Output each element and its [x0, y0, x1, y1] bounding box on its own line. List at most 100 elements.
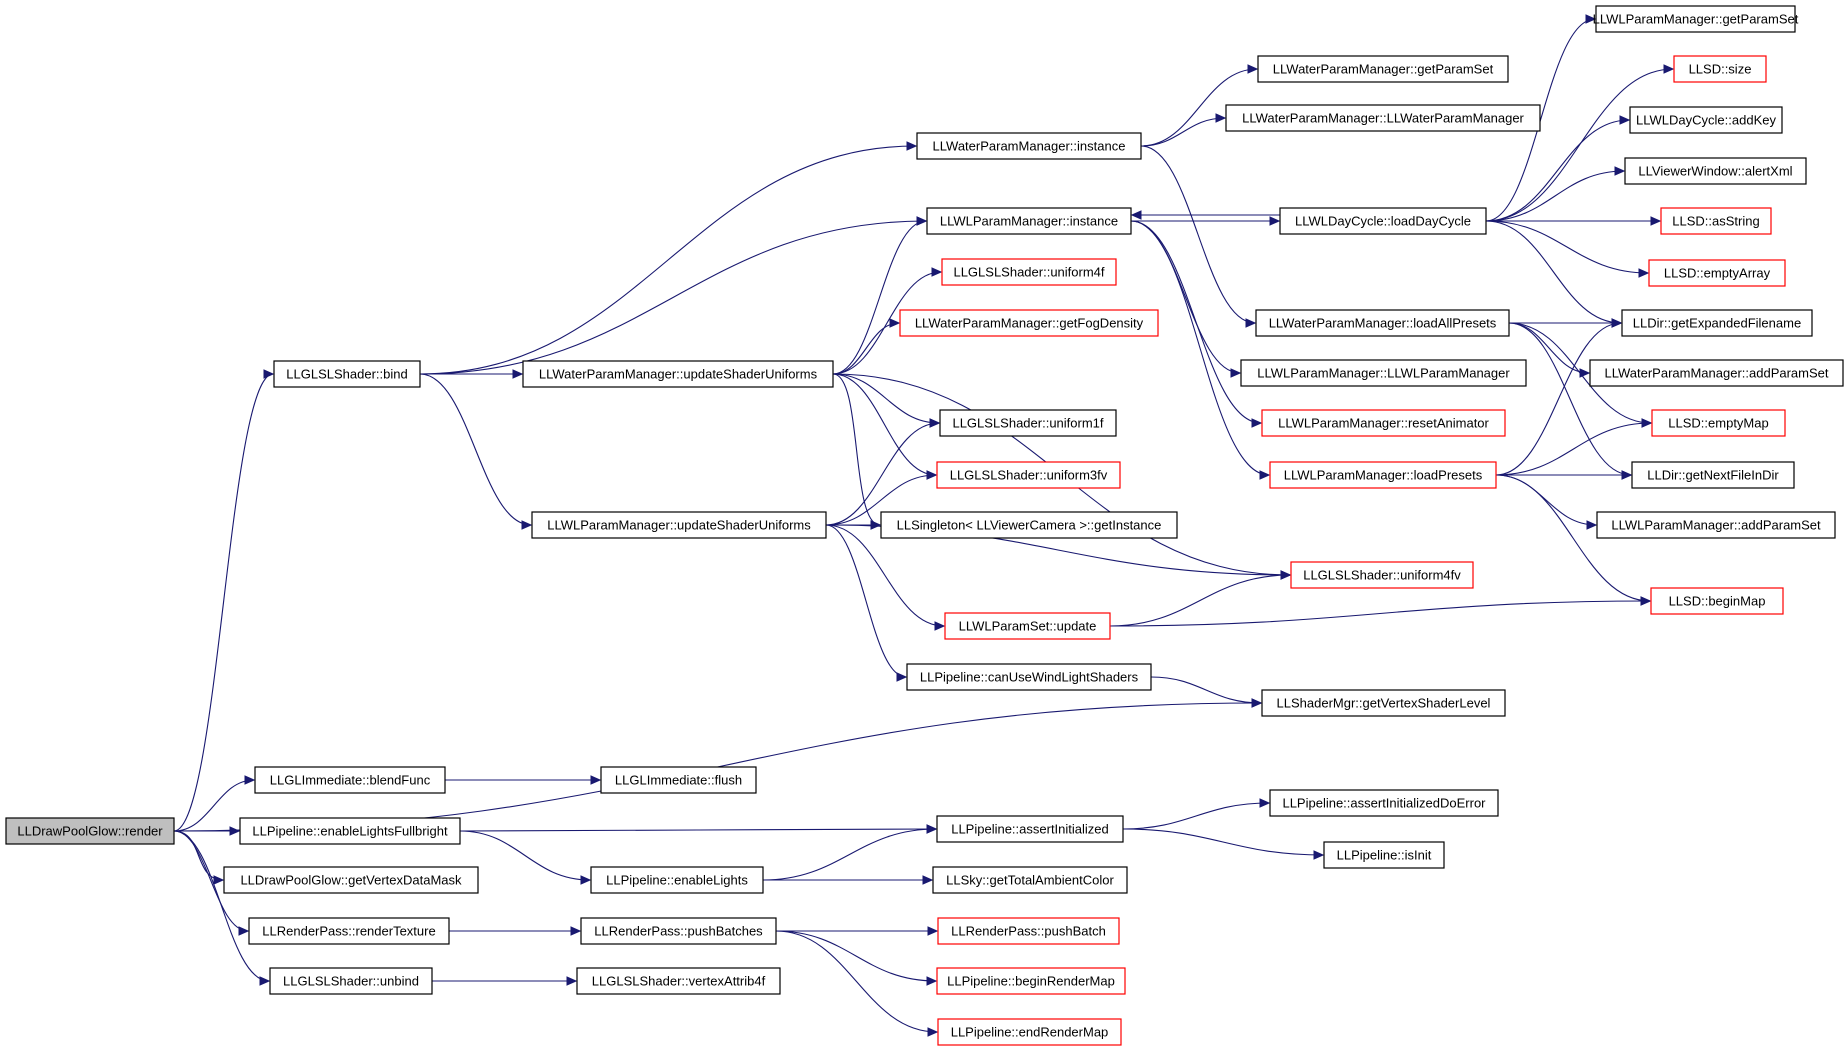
node-glsl-va4f[interactable]: LLGLSLShader::vertexAttrib4f	[576, 967, 781, 995]
node-shmgr-gvsl[interactable]: LLShaderMgr::getVertexShaderLevel	[1261, 689, 1506, 717]
edge-arrowhead	[927, 926, 939, 936]
edge-wpm-usu-to-singleton	[832, 373, 882, 530]
node-llsd-emptyarray[interactable]: LLSD::emptyArray	[1648, 259, 1786, 287]
node-wlpm-usu[interactable]: LLWLParamManager::updateShaderUniforms	[531, 511, 827, 539]
node-llsd-size[interactable]: LLSD::size	[1673, 55, 1767, 83]
node-wlpm-addps[interactable]: LLWLParamManager::addParamSet	[1596, 511, 1836, 539]
call-nodes: LLDrawPoolGlow::render LLGLSLShader::bind…	[5, 5, 1844, 1046]
node-wldc-load[interactable]: LLWLDayCycle::loadDayCycle	[1279, 207, 1487, 235]
edge-arrowhead	[1230, 368, 1242, 378]
edge-line	[825, 524, 945, 627]
node-wpm-getps[interactable]: LLWaterParamManager::getParamSet	[1257, 55, 1509, 83]
node-box	[248, 917, 450, 945]
edge-arrowhead	[259, 976, 271, 986]
node-pipe-aide[interactable]: LLPipeline::assertInitializedDoError	[1269, 789, 1499, 817]
edge-line	[775, 930, 938, 1033]
edge-glsl-bind-to-wlpm-instance	[419, 216, 928, 375]
edge-wldc-load-to-wldc-addkey	[1485, 115, 1631, 222]
node-label: LLWaterParamManager::getFogDensity	[915, 316, 1144, 331]
node-box	[936, 967, 1126, 995]
edge-line	[1485, 220, 1622, 324]
node-label: LLWLParamManager::addParamSet	[1611, 518, 1821, 533]
edge-arrowhead	[1280, 570, 1292, 580]
node-label: LLGLImmediate::blendFunc	[270, 773, 431, 788]
node-wpm-fog[interactable]: LLWaterParamManager::getFogDensity	[899, 309, 1159, 337]
edge-rp-pushbatches-to-pipe-brm	[775, 930, 938, 986]
node-pipe-elf[interactable]: LLPipeline::enableLightsFullbright	[239, 817, 461, 845]
node-gli-blend[interactable]: LLGLImmediate::blendFunc	[254, 766, 446, 794]
node-box	[1225, 104, 1541, 132]
node-llsd-emptymap[interactable]: LLSD::emptyMap	[1651, 409, 1786, 437]
edge-line	[825, 422, 940, 526]
node-pipe-isinit[interactable]: LLPipeline::isInit	[1323, 841, 1445, 869]
node-box	[1648, 259, 1786, 287]
node-pipe-el[interactable]: LLPipeline::enableLights	[590, 866, 764, 894]
node-label: LLPipeline::enableLightsFullbright	[252, 824, 448, 839]
node-wldc-addkey[interactable]: LLWLDayCycle::addKey	[1629, 106, 1783, 134]
node-dpg-getvdm[interactable]: LLDrawPoolGlow::getVertexDataMask	[223, 866, 479, 894]
edge-arrowhead	[229, 826, 241, 836]
edge-glsl-bind-to-wlpm-usu	[419, 373, 533, 530]
node-llsd-beginmap[interactable]: LLSD::beginMap	[1650, 587, 1784, 615]
node-pipe-erm[interactable]: LLPipeline::endRenderMap	[937, 1018, 1122, 1046]
node-glsl-u4fv[interactable]: LLGLSLShader::uniform4fv	[1290, 561, 1474, 589]
node-glsl-u3fv[interactable]: LLGLSLShader::uniform3fv	[936, 461, 1121, 489]
edge-line	[459, 830, 591, 881]
edge-arrowhead	[1638, 268, 1650, 278]
node-rp-pushbatches[interactable]: LLRenderPass::pushBatches	[580, 917, 777, 945]
node-glsl-u4f[interactable]: LLGLSLShader::uniform4f	[941, 258, 1117, 286]
node-wlpm-loadpresets[interactable]: LLWLParamManager::loadPresets	[1269, 461, 1497, 489]
node-gli-flush[interactable]: LLGLImmediate::flush	[600, 766, 757, 794]
node-wlpm-instance[interactable]: LLWLParamManager::instance	[926, 207, 1132, 235]
node-wpm-loadall[interactable]: LLWaterParamManager::loadAllPresets	[1255, 309, 1510, 337]
node-rp-rendertex[interactable]: LLRenderPass::renderTexture	[248, 917, 450, 945]
node-vw-alertxml[interactable]: LLViewerWindow::alertXml	[1624, 157, 1807, 185]
node-wpm-ctor[interactable]: LLWaterParamManager::LLWaterParamManager	[1225, 104, 1541, 132]
node-wpm-instance[interactable]: LLWaterParamManager::instance	[916, 132, 1142, 160]
edge-arrowhead	[1611, 318, 1623, 328]
node-glsl-unbind[interactable]: LLGLSLShader::unbind	[269, 967, 433, 995]
node-box	[1631, 461, 1795, 489]
edge-line	[459, 828, 937, 832]
edge-root-to-gli-blend	[173, 775, 256, 832]
node-wpm-usu[interactable]: LLWaterParamManager::updateShaderUniform…	[522, 360, 834, 388]
edge-pipe-assert-to-pipe-aide	[1122, 798, 1271, 830]
edge-wpm-loadall-to-dir-gnfid	[1508, 322, 1633, 480]
edge-arrowhead	[238, 926, 250, 936]
edge-line	[1130, 220, 1262, 424]
node-label: LLWLParamManager::loadPresets	[1284, 468, 1483, 483]
edge-wlpm-instance-to-wlpm-resetanim	[1130, 220, 1263, 428]
edge-line	[1109, 574, 1291, 627]
node-dir-gef[interactable]: LLDir::getExpandedFilename	[1621, 309, 1813, 337]
node-dir-gnfid[interactable]: LLDir::getNextFileInDir	[1631, 461, 1795, 489]
node-pipe-canuse[interactable]: LLPipeline::canUseWindLightShaders	[906, 663, 1152, 691]
node-label: LLShaderMgr::getVertexShaderLevel	[1277, 696, 1491, 711]
edge-rp-rendertex-to-rp-pushbatches	[449, 926, 582, 936]
node-box	[580, 917, 777, 945]
edge-wpm-usu-to-glsl-u3fv	[832, 373, 938, 480]
node-pipe-assert[interactable]: LLPipeline::assertInitialized	[936, 815, 1124, 843]
node-wlps-update[interactable]: LLWLParamSet::update	[944, 612, 1111, 640]
node-box	[932, 866, 1128, 894]
node-wpm-addps[interactable]: LLWaterParamManager::addParamSet	[1589, 359, 1844, 387]
edge-line	[419, 145, 917, 375]
node-pipe-brm[interactable]: LLPipeline::beginRenderMap	[936, 967, 1126, 995]
node-wlpm-ctor[interactable]: LLWLParamManager::LLWLParamManager	[1240, 359, 1527, 387]
edge-arrowhead	[1130, 210, 1142, 220]
edge-pipe-el-to-sky-amb	[763, 875, 934, 885]
edge-arrowhead	[1579, 368, 1591, 378]
node-wlpm-resetanim[interactable]: LLWLParamManager::resetAnimator	[1261, 409, 1506, 437]
node-rp-pushbatch[interactable]: LLRenderPass::pushBatch	[937, 917, 1120, 945]
node-wlpm-getps[interactable]: LLWLParamManager::getParamSet	[1593, 5, 1799, 33]
node-glsl-bind[interactable]: LLGLSLShader::bind	[273, 360, 421, 388]
node-label: LLPipeline::assertInitialized	[951, 822, 1109, 837]
node-singleton[interactable]: LLSingleton< LLViewerCamera >::getInstan…	[880, 511, 1178, 539]
node-glsl-u1f[interactable]: LLGLSLShader::uniform1f	[939, 409, 1117, 437]
node-box	[269, 967, 433, 995]
node-label: LLDrawPoolGlow::getVertexDataMask	[240, 873, 462, 888]
edge-wldc-load-to-llsd-asstring	[1486, 216, 1662, 226]
node-llsd-asstring[interactable]: LLSD::asString	[1660, 207, 1772, 235]
node-sky-amb[interactable]: LLSky::getTotalAmbientColor	[932, 866, 1128, 894]
node-root[interactable]: LLDrawPoolGlow::render	[5, 817, 175, 845]
edge-glsl-unbind-to-glsl-va4f	[432, 976, 578, 986]
